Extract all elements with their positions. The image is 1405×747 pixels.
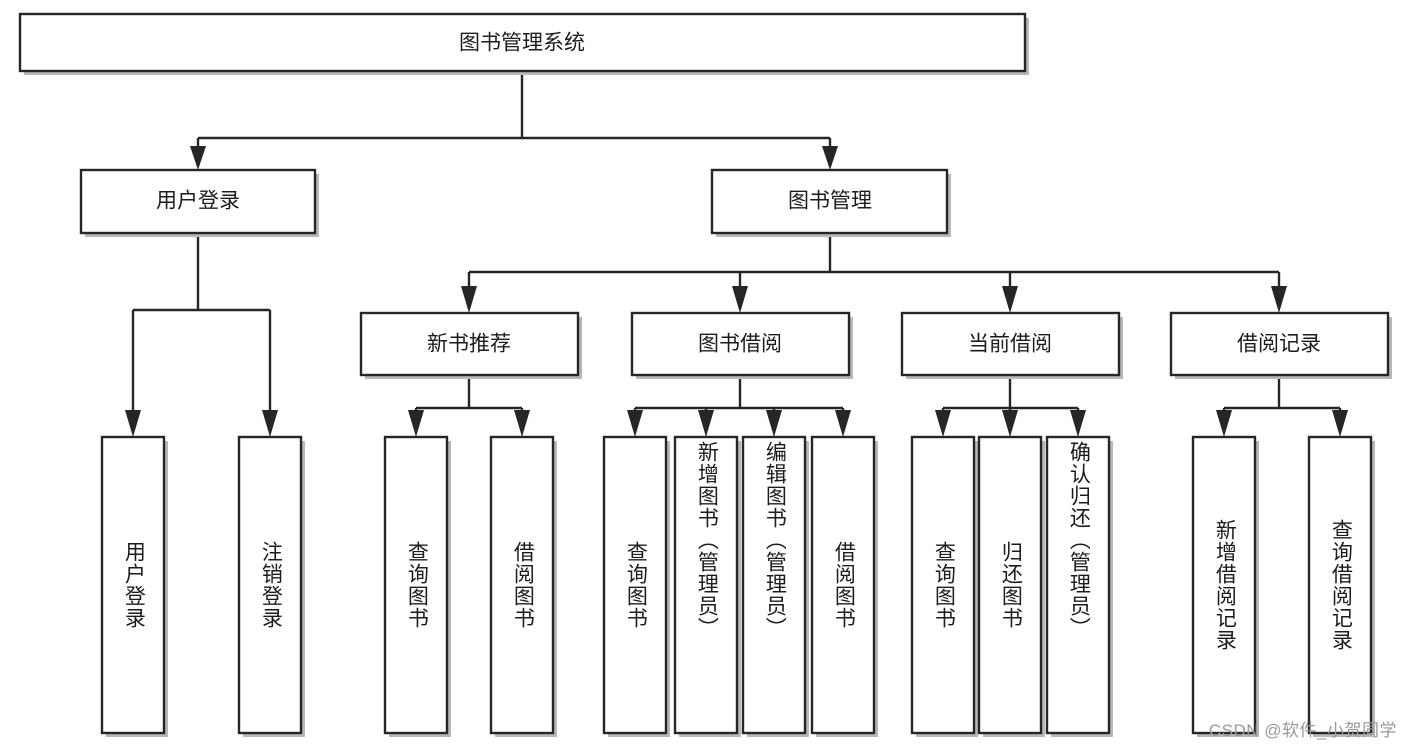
leaf-node-book-borrow-2[interactable] [673,435,741,737]
leaf-borrow-record-1-box[interactable] [1191,435,1257,735]
arrow-head-leaf-current-borrow-2 [1002,410,1018,437]
arrow-head-new-book [461,286,477,313]
arrow-head-leaf-borrow-record-1 [1216,410,1232,437]
leaf-book-borrow-1-box[interactable] [602,435,668,735]
node-borrow-record-box[interactable] [1169,311,1390,377]
node-user-login-box[interactable] [79,168,317,235]
node-user-login[interactable]: 用户登录 [79,168,319,237]
leaf-node-new-book-1[interactable] [383,435,451,737]
node-borrow-record[interactable]: 借阅记录 [1169,311,1392,379]
leaf-book-borrow-2-box[interactable] [673,435,739,735]
node-book-borrow[interactable]: 图书借阅 [630,311,853,379]
leaf-book-borrow-4-box[interactable] [810,435,876,735]
node-current-borrow[interactable]: 当前借阅 [900,311,1123,379]
connector-group-current-borrow [935,375,1086,437]
leaf-node-user-login-2[interactable] [237,435,305,737]
node-new-book-recommend-box[interactable] [359,311,580,377]
connector-group-book-mgmt [461,233,1287,313]
leaf-node-current-borrow-3[interactable] [1045,435,1113,737]
arrow-head-book-borrow [732,286,748,313]
leaf-user-login-2-box[interactable] [237,435,303,735]
node-new-book-recommend-label: 新书推荐 [427,333,511,356]
arrow-head-leaf-book-borrow-3 [766,410,782,437]
leaf-node-book-borrow-3[interactable] [741,435,809,737]
node-new-book-recommend[interactable]: 新书推荐 [359,311,582,379]
node-book-management[interactable]: 图书管理 [710,168,951,237]
arrow-head-leaf-book-borrow-4 [835,410,851,437]
leaf-node-current-borrow-2[interactable] [977,435,1045,737]
arrow-head-leaf-user-login-2 [262,410,278,437]
arrow-head-leaf-current-borrow-3 [1070,410,1086,437]
leaf-new-book-2-box[interactable] [489,435,555,735]
node-root-label: 图书管理系统 [459,32,585,55]
leaf-current-borrow-2-box[interactable] [977,435,1043,735]
node-book-borrow-box[interactable] [630,311,851,377]
leaf-node-book-borrow-1[interactable] [602,435,670,737]
node-book-borrow-label: 图书借阅 [698,333,782,356]
leaf-node-book-borrow-4[interactable] [810,435,878,737]
node-user-login-label: 用户登录 [156,190,240,213]
leaf-node-user-login-1[interactable] [100,435,168,737]
arrow-head-leaf-book-borrow-1 [627,410,643,437]
node-book-management-label: 图书管理 [788,190,872,213]
leaf-book-borrow-3-box[interactable] [741,435,807,735]
node-current-borrow-label: 当前借阅 [968,333,1052,356]
node-book-management-box[interactable] [710,168,949,235]
arrow-head-leaf-new-book-2 [514,410,530,437]
connector-group-user-login [125,233,278,437]
leaf-node-borrow-record-1[interactable] [1191,435,1259,737]
arrow-head-leaf-current-borrow-1 [935,410,951,437]
connector-group-new-book [408,375,530,437]
leaf-current-borrow-1-box[interactable] [910,435,976,735]
leaf-node-borrow-record-2[interactable] [1307,435,1375,737]
node-root[interactable]: 图书管理系统 [18,12,1029,75]
arrow-head-user-login [190,146,206,170]
leaf-borrow-record-2-box[interactable] [1307,435,1373,735]
arrow-head-borrow-record [1271,286,1287,313]
arrow-head-leaf-new-book-1 [408,410,424,437]
watermark-text: CSDN @软件_小贺同学 [1208,721,1397,740]
leaf-new-book-1-box[interactable] [383,435,449,735]
leaf-node-current-borrow-1[interactable] [910,435,978,737]
connector-group-book-borrow [627,375,851,437]
arrow-head-leaf-user-login-1 [125,410,141,437]
leaf-node-new-book-2[interactable] [489,435,557,737]
node-root-box[interactable] [18,12,1027,73]
connector-group-borrow-record [1216,375,1348,437]
leaf-user-login-1-box[interactable] [100,435,166,735]
connector-group-root [190,75,838,170]
leaf-current-borrow-3-box[interactable] [1045,435,1111,735]
node-borrow-record-label: 借阅记录 [1237,333,1321,356]
node-current-borrow-box[interactable] [900,311,1121,377]
arrow-head-current-borrow [1002,286,1018,313]
arrow-head-leaf-borrow-record-2 [1332,410,1348,437]
arrow-head-book-mgmt [822,146,838,170]
arrow-head-leaf-book-borrow-2 [698,410,714,437]
